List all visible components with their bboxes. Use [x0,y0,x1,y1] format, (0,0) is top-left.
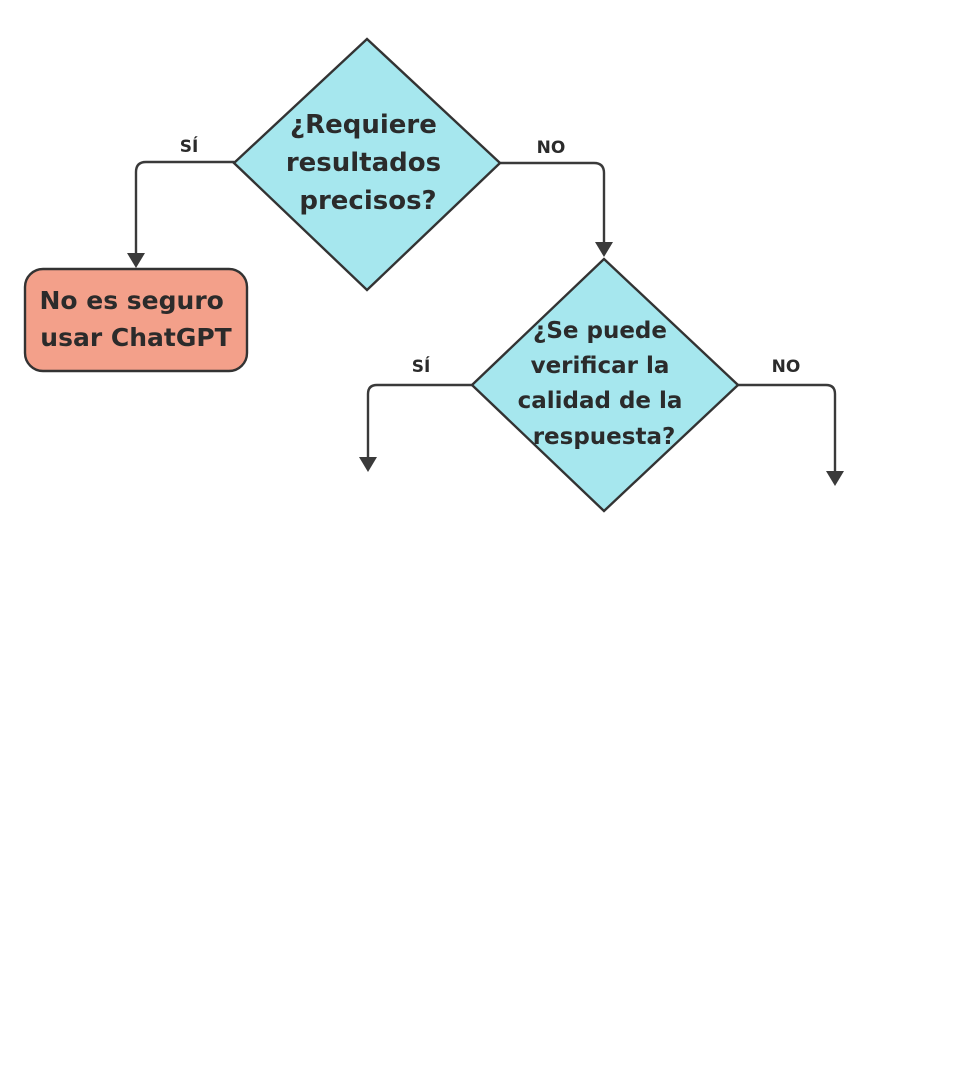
connector-d1-no [498,161,606,246]
d1-yes-label: SÍ [180,135,199,157]
connector-d1-yes [134,160,236,257]
terminal-1-box [23,267,249,373]
decision-requires-precise-results: ¿Requiere resultados precisos? [232,37,502,292]
decision-2-text: ¿Se puede verificar la calidad de la res… [518,318,691,450]
connector-d2-no [736,383,837,474]
d2-yes-label: SÍ [412,355,431,377]
arrowhead-d1-yes [127,253,145,268]
arrowhead-d2-no [826,471,844,486]
terminal-1-text: No es seguro usar ChatGPT [39,286,232,352]
decision-2-diamond [470,257,740,513]
arrowhead-d1-no [595,242,613,257]
d2-no-label: NO [772,357,801,377]
d1-no-label: NO [537,138,566,158]
decision-1-text: ¿Requiere resultados precisos? [286,110,450,216]
decision-1-diamond [232,37,502,292]
arrowhead-d2-yes [359,457,377,472]
decision-can-verify-quality: ¿Se puede verificar la calidad de la res… [470,257,740,513]
connector-d2-yes [366,383,474,460]
terminal-not-safe: No es seguro usar ChatGPT [23,267,249,373]
